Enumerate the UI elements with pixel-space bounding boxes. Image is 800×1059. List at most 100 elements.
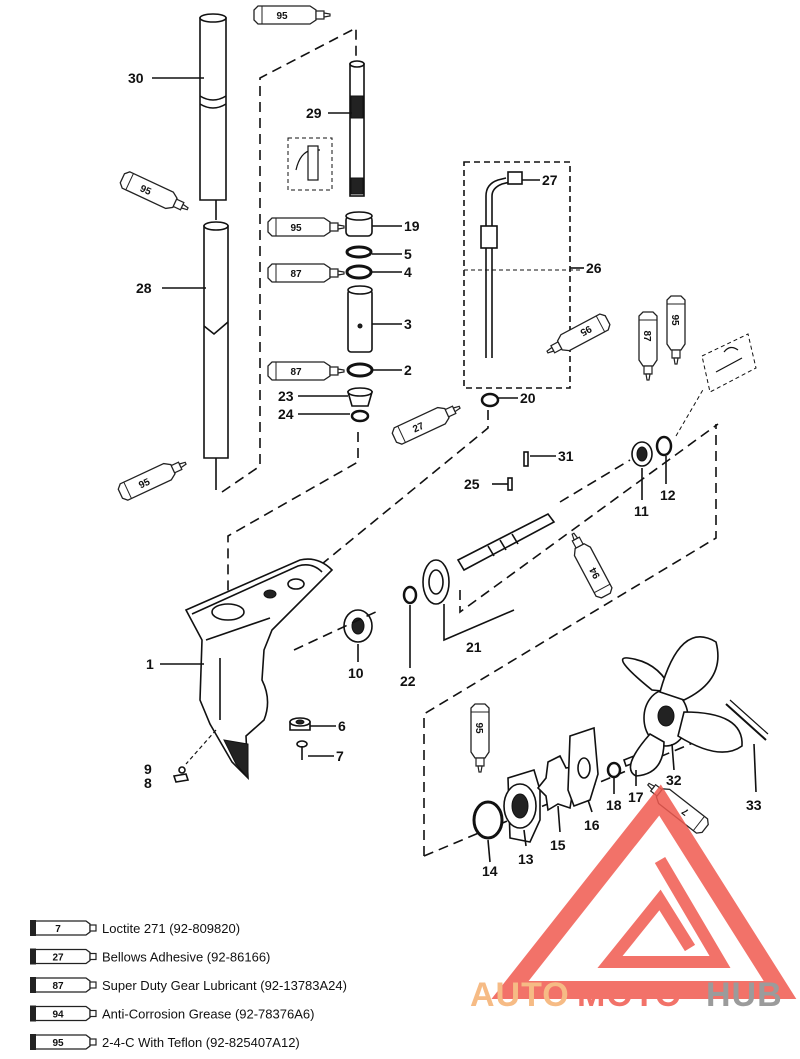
tube-87-bearing-label: 87: [290, 367, 302, 378]
drive-shaft: [349, 60, 365, 197]
tube-95-upper: 95: [119, 171, 189, 211]
propeller: [621, 636, 769, 777]
tube-87-vertical: 87: [638, 311, 658, 381]
callout-19: 19: [404, 218, 420, 234]
watermark-text-auto: AUTO: [470, 976, 570, 1014]
assembly-path-tube: [221, 26, 357, 493]
watermark-logo: AUTO MOTO HUB: [470, 784, 797, 1014]
callout-31: 31: [558, 448, 574, 464]
small-hardware: [172, 717, 311, 783]
assembly-path-seal: [675, 387, 705, 437]
legend-item: 94 Anti-Corrosion Grease (92-78376A6): [30, 1005, 314, 1022]
callout-numbers: 30 28 29 19 5 4 3 2 23 24 27 26 20 31 25…: [128, 70, 762, 879]
callout-29: 29: [306, 105, 322, 121]
shift-rod-assembly: [463, 161, 580, 389]
legend-code: 27: [52, 953, 64, 964]
legend-text: Loctite 271 (92-809820): [102, 921, 240, 936]
propeller-shaft: [456, 451, 556, 572]
tube-95-bearing: 95: [267, 217, 345, 237]
watermark-text-hub: HUB: [706, 976, 783, 1014]
callout-6: 6: [338, 718, 346, 734]
tube-95-pump: 95: [470, 703, 490, 773]
legend-item: 27 Bellows Adhesive (92-86166): [30, 948, 270, 965]
callout-8: 8: [144, 775, 152, 791]
legend-item: 7 Loctite 271 (92-809820): [30, 920, 240, 936]
water-pump-assembly: [472, 726, 647, 843]
tube-95-top: 95: [253, 5, 331, 25]
callout-4: 4: [404, 264, 412, 280]
tube-95-lower: 95: [117, 461, 187, 501]
callout-26: 26: [586, 260, 602, 276]
legend-code: 94: [52, 1010, 64, 1021]
callout-17: 17: [628, 789, 644, 805]
callout-9: 9: [144, 761, 152, 777]
drive-shaft-tube-assembly: [199, 13, 229, 490]
callout-33: 33: [746, 797, 762, 813]
callout-11: 11: [634, 503, 649, 519]
callout-14: 14: [482, 863, 498, 879]
callout-21: 21: [466, 639, 482, 655]
assembly-path-pinion: [227, 432, 359, 592]
legend-item: 87 Super Duty Gear Lubricant (92-13783A24…: [30, 977, 347, 993]
tube-95-vertical-label: 95: [669, 314, 680, 326]
tube-95-top-label: 95: [276, 11, 288, 22]
tube-95-vertical: 95: [666, 295, 686, 365]
legend-item: 95 2-4-C With Teflon (92-825407A12): [30, 1034, 300, 1050]
tube-95-upper-label: 95: [138, 183, 153, 198]
tube-87-seal: 87: [267, 263, 345, 283]
callout-12: 12: [660, 487, 676, 503]
legend-text: Anti-Corrosion Grease (92-78376A6): [102, 1007, 314, 1022]
lubricant-legend: 7 Loctite 271 (92-809820) 27 Bellows Adhesi…: [30, 920, 347, 1050]
tube-27-bushing: 27: [391, 405, 461, 445]
legend-code: 87: [52, 981, 64, 992]
tube-87-bearing: 87: [267, 361, 345, 381]
upper-bearing-stack: [345, 211, 374, 423]
callout-28: 28: [136, 280, 152, 296]
watermark-triangle-outer: [491, 784, 797, 999]
gearcase-housing: [184, 558, 334, 781]
legend-code: 7: [55, 924, 61, 935]
forward-gear-group: [343, 559, 515, 643]
legend-text: Super Duty Gear Lubricant (92-13783A24): [102, 978, 347, 993]
tube-94-shaft-label: 94: [588, 565, 603, 580]
watermark-text-moto: MOTO: [577, 976, 682, 1014]
callout-20: 20: [520, 390, 536, 406]
tube-27-bushing-label: 27: [411, 421, 426, 436]
tube-87-seal-label: 87: [290, 269, 302, 280]
callout-25: 25: [464, 476, 480, 492]
callout-27: 27: [542, 172, 558, 188]
tube-87-vertical-label: 87: [641, 330, 652, 342]
rear-bearings: [631, 435, 673, 467]
watermark-triangle-inner: [597, 856, 731, 968]
legend-text: Bellows Adhesive (92-86166): [102, 950, 270, 965]
callout-5: 5: [404, 246, 412, 262]
seal-detail-inset-2: [701, 333, 757, 393]
legend-code: 95: [52, 1038, 64, 1049]
callout-15: 15: [550, 837, 566, 853]
tube-7-propnut-label: 7: [680, 805, 692, 817]
legend-text: 2-4-C With Teflon (92-825407A12): [102, 1035, 300, 1050]
callout-16: 16: [584, 817, 600, 833]
callout-22: 22: [400, 673, 416, 689]
callout-23: 23: [278, 388, 294, 404]
leader-lines: [152, 77, 757, 863]
callout-32: 32: [666, 772, 682, 788]
callout-18: 18: [606, 797, 622, 813]
seal-detail-inset: [287, 137, 333, 191]
callout-30: 30: [128, 70, 144, 86]
callout-1: 1: [146, 656, 154, 672]
assembly-path-pump: [423, 424, 717, 856]
tube-94-shaft: 94: [571, 532, 613, 599]
assembly-path-shaft: [559, 459, 631, 503]
tube-95-shift: 95: [546, 313, 611, 354]
tube-95-pump-label: 95: [473, 722, 484, 734]
assembly-path-shift: [299, 410, 489, 583]
tube-95-shift-label: 95: [578, 323, 593, 338]
tube-95-lower-label: 95: [137, 477, 152, 492]
callout-24: 24: [278, 406, 294, 422]
assembly-path-bearings: [459, 423, 719, 614]
shift-rod-bushing: [480, 392, 500, 408]
callout-13: 13: [518, 851, 534, 867]
